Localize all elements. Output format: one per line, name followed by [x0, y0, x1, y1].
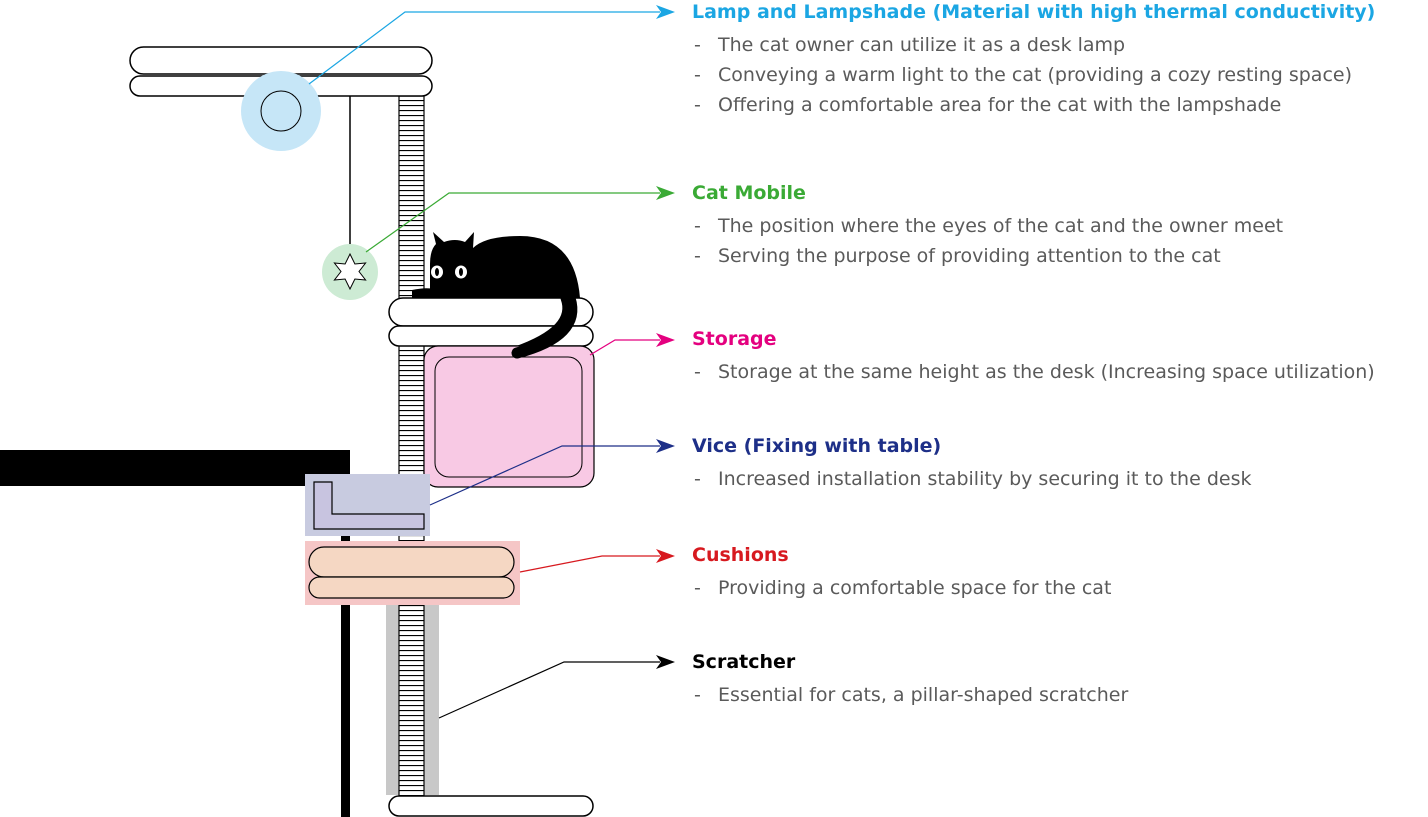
- storage-arrow-icon: [656, 333, 675, 347]
- star-icon: [333, 252, 367, 291]
- lamp-bulb: [260, 90, 302, 132]
- scratcher-arrow-icon: [656, 655, 675, 669]
- desk-top: [0, 450, 350, 486]
- storage-title: Storage: [692, 328, 777, 350]
- list-item-text: Providing a comfortable space for the ca…: [718, 577, 1112, 599]
- base-plate: [388, 795, 594, 817]
- cushions-section: Cushions -Providing a comfortable space …: [692, 543, 1412, 603]
- storage-box-inner: [434, 356, 583, 478]
- list-item: -Serving the purpose of providing attent…: [694, 245, 1221, 267]
- list-item-text: Offering a comfortable area for the cat …: [718, 94, 1282, 116]
- vice-clamp: [313, 481, 425, 530]
- list-item-text: Conveying a warm light to the cat (provi…: [718, 64, 1352, 86]
- scratcher-list: -Essential for cats, a pillar-shaped scr…: [692, 680, 1412, 710]
- lamp-title: Lamp and Lampshade (Material with high t…: [692, 1, 1376, 23]
- list-item-text: Serving the purpose of providing attenti…: [718, 245, 1221, 267]
- list-item: -The position where the eyes of the cat …: [694, 215, 1284, 237]
- cushions-leader-line: [519, 555, 660, 573]
- mobile-arrow-icon: [656, 186, 675, 200]
- list-item: -Increased installation stability by sec…: [694, 468, 1252, 490]
- scratcher-title: Scratcher: [692, 651, 796, 673]
- storage-section: Storage -Storage at the same height as t…: [692, 327, 1412, 387]
- list-item-text: Storage at the same height as the desk (…: [718, 361, 1375, 383]
- cushion-lower: [308, 576, 515, 599]
- vice-leader-line: [429, 445, 660, 506]
- mobile-section: Cat Mobile -The position where the eyes …: [692, 181, 1412, 271]
- list-item-text: The position where the eyes of the cat a…: [718, 215, 1284, 237]
- list-item: -Essential for cats, a pillar-shaped scr…: [694, 684, 1129, 706]
- list-item: -Storage at the same height as the desk …: [694, 361, 1375, 383]
- cushions-arrow-icon: [656, 549, 675, 563]
- list-item: -The cat owner can utilize it as a desk …: [694, 34, 1126, 56]
- list-item-text: The cat owner can utilize it as a desk l…: [718, 34, 1126, 56]
- lampshade-glow: [241, 71, 321, 151]
- scratcher-section: Scratcher -Essential for cats, a pillar-…: [692, 650, 1412, 710]
- cushions-list: -Providing a comfortable space for the c…: [692, 573, 1412, 603]
- vice-arrow-icon: [656, 439, 675, 453]
- list-item-text: Essential for cats, a pillar-shaped scra…: [718, 684, 1129, 706]
- vice-list: -Increased installation stability by sec…: [692, 464, 1412, 494]
- lamp-leader-line: [308, 11, 660, 85]
- storage-leader-line: [589, 339, 660, 356]
- mobile-leader-line: [365, 192, 660, 253]
- vice-title: Vice (Fixing with table): [692, 435, 942, 457]
- storage-box: [423, 345, 595, 488]
- vice-section: Vice (Fixing with table) -Increased inst…: [692, 434, 1412, 494]
- mobile-list: -The position where the eyes of the cat …: [692, 211, 1412, 271]
- mobile-title: Cat Mobile: [692, 182, 806, 204]
- storage-list: -Storage at the same height as the desk …: [692, 357, 1412, 387]
- lamp-list: -The cat owner can utilize it as a desk …: [692, 30, 1412, 120]
- list-item: -Offering a comfortable area for the cat…: [694, 94, 1282, 116]
- lamp-section: Lamp and Lampshade (Material with high t…: [692, 0, 1412, 120]
- cushions-title: Cushions: [692, 544, 789, 566]
- list-item: -Providing a comfortable space for the c…: [694, 577, 1112, 599]
- cushion-upper: [308, 546, 515, 578]
- scratch-pillar: [398, 95, 425, 799]
- top-plate-upper: [129, 46, 433, 75]
- lamp-arrow-icon: [656, 5, 675, 19]
- scratcher-leader-line: [438, 661, 660, 719]
- desk-leg: [341, 486, 350, 817]
- list-item: -Conveying a warm light to the cat (prov…: [694, 64, 1352, 86]
- list-item-text: Increased installation stability by secu…: [718, 468, 1252, 490]
